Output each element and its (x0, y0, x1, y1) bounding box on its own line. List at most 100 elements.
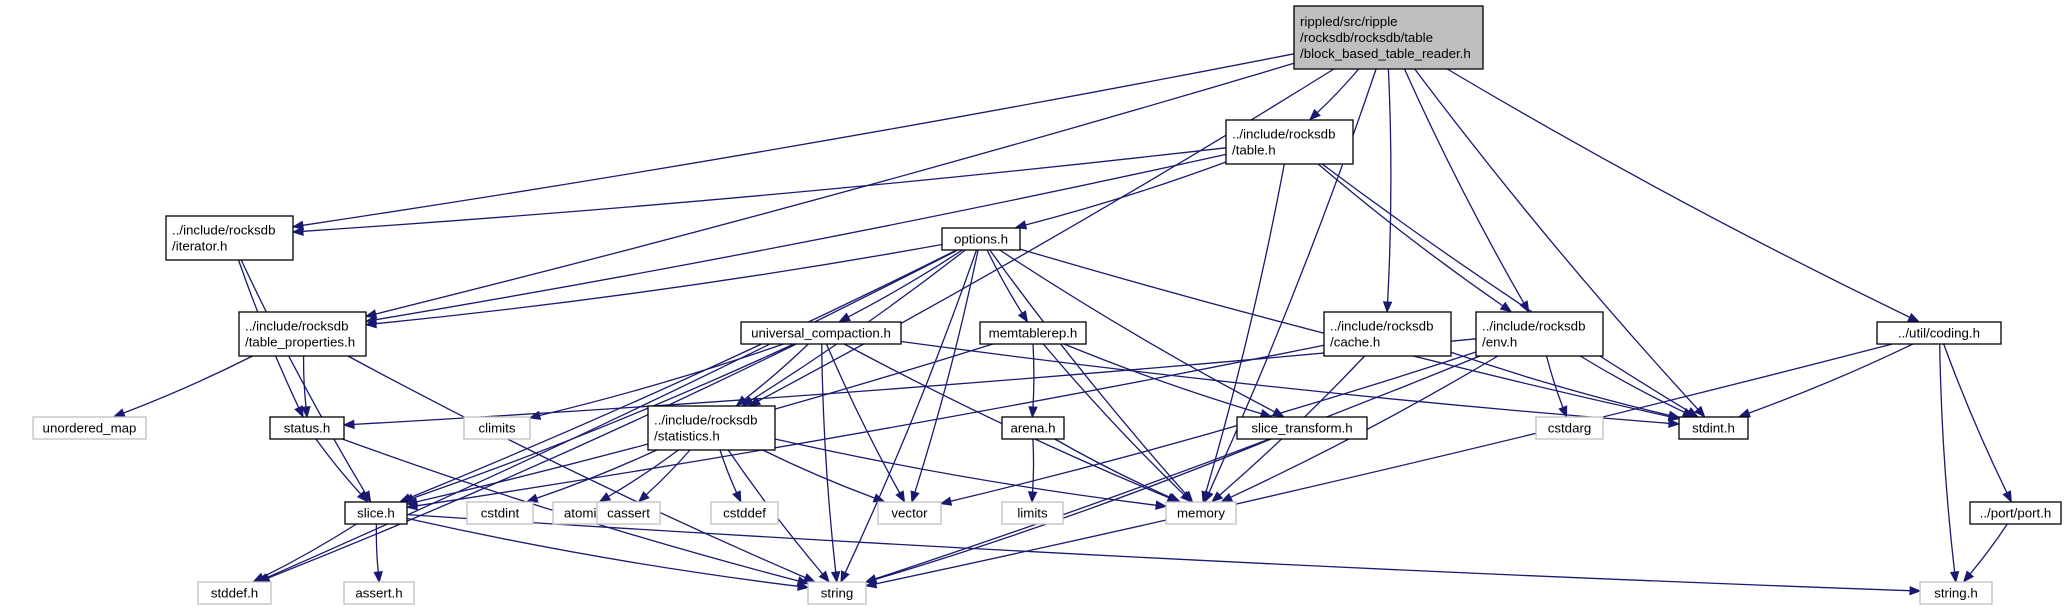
edge-universal_compaction-to-string (821, 343, 841, 584)
edge-line (266, 249, 959, 579)
node-stdint[interactable]: stdint.h (1678, 416, 1749, 440)
edge-line (608, 449, 679, 498)
node-status[interactable]: status.h (269, 416, 345, 440)
node-label: atomic (564, 506, 604, 521)
edge-statistics-to-atomic (598, 449, 679, 503)
arrowhead-icon (1667, 410, 1681, 420)
edge-table-to-iterator (291, 147, 1227, 237)
edge-line (406, 517, 799, 587)
node-table[interactable]: ../include/rocksdb/table.h (1225, 119, 1354, 165)
node-string-h[interactable]: string.h (1919, 581, 1993, 605)
edge-line (1316, 68, 1360, 114)
edge-line (1317, 163, 1504, 307)
arrowhead-icon (895, 490, 906, 503)
node-label: /cache.h (1330, 335, 1380, 350)
arrowhead-icon (1155, 500, 1168, 510)
node-slice[interactable]: slice.h (344, 501, 408, 525)
node-cstddef[interactable]: cstddef (710, 501, 779, 525)
node-universal-compaction[interactable]: universal_compaction.h (740, 321, 902, 345)
edge-universal_compaction-to-vector (825, 343, 906, 503)
node-port[interactable]: ../port/port.h (1969, 501, 2062, 525)
edge-line (875, 343, 1893, 585)
arrowhead-icon (802, 573, 816, 583)
node-label: /iterator.h (172, 239, 227, 254)
arrowhead-icon (1949, 571, 1960, 584)
edge-line (875, 438, 1272, 581)
node-memory[interactable]: memory (1165, 501, 1237, 525)
arrowhead-icon (364, 309, 378, 319)
node-box (32, 416, 147, 440)
arrowhead-icon (637, 491, 650, 503)
node-memtablerep[interactable]: memtablerep.h (979, 321, 1087, 345)
node-env[interactable]: ../include/rocksdb/env.h (1475, 311, 1604, 357)
node-label: universal_compaction.h (751, 326, 891, 341)
node-slice-transform[interactable]: slice_transform.h (1236, 416, 1368, 440)
node-climits[interactable]: climits (463, 416, 531, 440)
node-label: ../util/coding.h (1898, 326, 1980, 341)
edge-line (825, 343, 901, 494)
node-box (647, 405, 776, 451)
arrowhead-icon (872, 493, 886, 503)
arrowhead-icon (1220, 492, 1234, 503)
edge-statistics-to-vector (762, 449, 886, 503)
node-box (941, 227, 1021, 251)
node-cache[interactable]: ../include/rocksdb/cache.h (1323, 311, 1452, 357)
edge-line (1943, 343, 2008, 494)
node-label: limits (1017, 506, 1048, 521)
node-label: stdint.h (1692, 421, 1735, 436)
edge-options-to-universal_compaction (838, 249, 963, 323)
edge-line (1969, 523, 2008, 575)
node-box (343, 581, 415, 605)
edge-line (302, 53, 1295, 226)
node-box (807, 581, 867, 605)
edge-main-to-table (1308, 68, 1360, 121)
node-label: /table.h (1232, 143, 1276, 158)
arrowhead-icon (1962, 570, 1975, 583)
node-cassert[interactable]: cassert (596, 501, 661, 525)
arrowhead-icon (401, 493, 415, 503)
node-string[interactable]: string (807, 581, 867, 605)
node-table-properties[interactable]: ../include/rocksdb/table_properties.h (238, 311, 367, 357)
node-cstdarg[interactable]: cstdarg (1535, 416, 1604, 440)
edge-line (1414, 68, 1699, 410)
edge-options-to-string (840, 249, 978, 584)
node-vector[interactable]: vector (877, 501, 942, 525)
node-statistics[interactable]: ../include/rocksdb/statistics.h (647, 405, 776, 451)
node-box (1236, 416, 1368, 440)
edge-line (409, 249, 957, 499)
arrowhead-icon (112, 408, 126, 418)
node-label: ../include/rocksdb (1330, 319, 1433, 334)
edge-main-to-iterator (291, 53, 1295, 230)
node-arena[interactable]: arena.h (1001, 416, 1065, 440)
edge-statistics-to-memory (774, 438, 1168, 510)
node-unordered-map[interactable]: unordered_map (32, 416, 147, 440)
edge-line (999, 249, 1276, 413)
node-assert[interactable]: assert.h (343, 581, 415, 605)
node-coding[interactable]: ../util/coding.h (1876, 321, 2002, 345)
edge-main-to-cache (1382, 68, 1393, 314)
node-label: cstdint (481, 506, 520, 521)
node-stddef[interactable]: stddef.h (197, 581, 272, 605)
node-options[interactable]: options.h (941, 227, 1021, 251)
node-cstdint[interactable]: cstdint (466, 501, 534, 525)
arrowhead-icon (1382, 301, 1393, 314)
arrowhead-icon (838, 312, 851, 323)
edge-line (302, 355, 307, 408)
edge-line (914, 249, 979, 493)
edge-slice-to-string_h (406, 513, 1922, 596)
node-label: /statistics.h (654, 429, 720, 444)
node-box (1678, 416, 1749, 440)
arrowhead-icon (864, 574, 878, 584)
edge-line (302, 147, 1227, 232)
arrowhead-icon (1180, 490, 1193, 503)
edge-line (240, 259, 366, 494)
edge-statistics-to-cstddef (719, 449, 742, 504)
node-limits[interactable]: limits (1001, 501, 1064, 525)
arrowhead-icon (2002, 490, 2012, 504)
edge-line (353, 338, 1477, 426)
node-iterator[interactable]: ../include/rocksdb/iterator.h (165, 215, 294, 261)
edge-line (900, 340, 1670, 424)
node-label: climits (479, 421, 516, 436)
edge-env-to-stdint (1579, 355, 1695, 418)
node-label: cstddef (723, 506, 766, 521)
